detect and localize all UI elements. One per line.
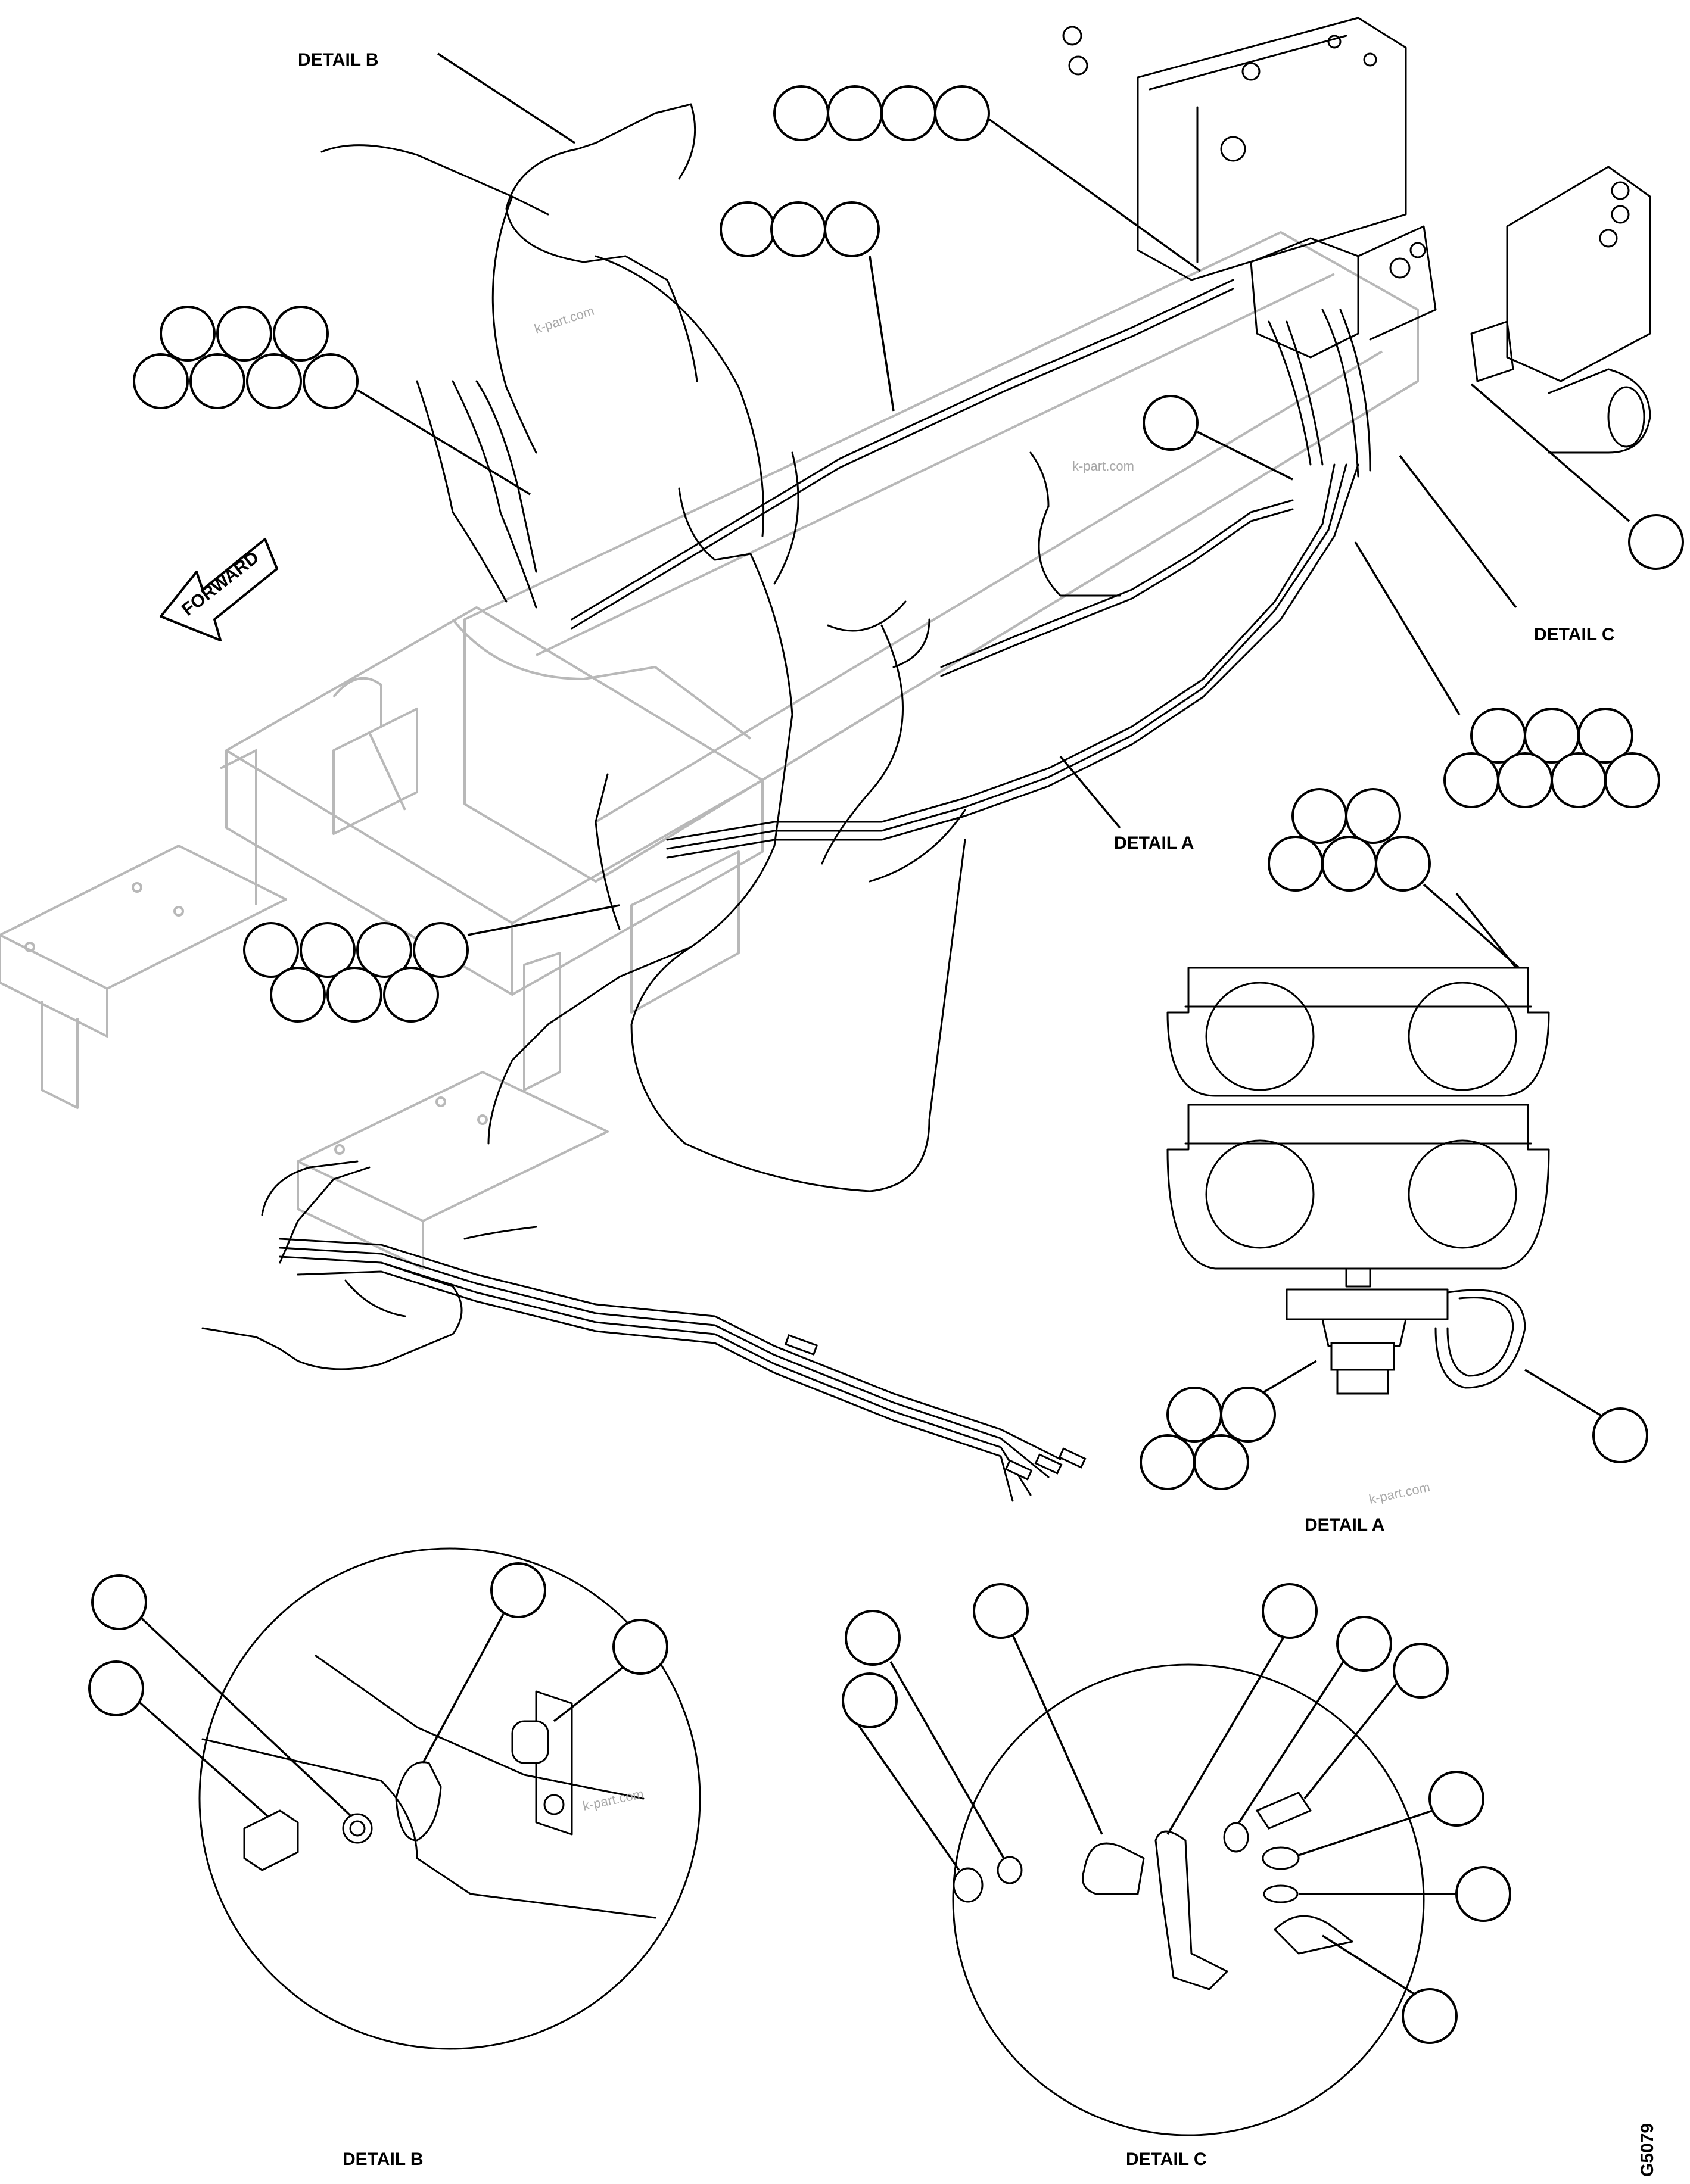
callout-balloon [273, 306, 329, 362]
callout-balloon [973, 1583, 1029, 1639]
detail-c-label-bottom: DETAIL C [1126, 2149, 1207, 2169]
callout-balloon [300, 922, 356, 978]
detail-a-inset [1140, 892, 1648, 1490]
callout-balloon [1393, 1643, 1449, 1699]
callout-balloon [270, 967, 326, 1023]
callout-balloon [1443, 752, 1499, 808]
callout-balloon [1455, 1866, 1511, 1922]
wiring-harness [201, 103, 1371, 1502]
callout-balloon [934, 85, 990, 141]
callout-balloon [1604, 752, 1660, 808]
figure-number: G5079 [1638, 2123, 1657, 2177]
callout-balloon [1291, 788, 1347, 844]
callout-balloons [133, 85, 1684, 1023]
callout-balloon [1402, 1988, 1458, 2044]
callout-balloon [770, 201, 826, 257]
callout-balloon [413, 922, 469, 978]
callout-balloon [827, 85, 883, 141]
detail-b-label-bottom: DETAIL B [343, 2149, 424, 2169]
callout-balloon [91, 1574, 147, 1630]
pump-assembly [1062, 17, 1651, 454]
callout-balloon [880, 85, 936, 141]
detail-a-label-inset: DETAIL A [1305, 1515, 1384, 1535]
callout-balloon [1375, 836, 1431, 892]
callout-balloon [1166, 1387, 1222, 1443]
callout-balloon [1268, 836, 1324, 892]
callout-balloon [189, 353, 245, 409]
watermark: k-part.com [581, 1786, 645, 1814]
callout-balloon [1577, 708, 1633, 764]
callout-balloon [1336, 1616, 1392, 1672]
detail-b-inset [88, 1547, 701, 2050]
callout-balloon [845, 1610, 901, 1666]
callout-balloon [1628, 514, 1684, 570]
leader-lines [357, 52, 1630, 969]
watermark: k-part.com [533, 303, 596, 337]
callout-balloon [356, 922, 412, 978]
callout-balloon [1428, 1771, 1484, 1827]
callout-balloon [216, 306, 272, 362]
callout-balloon [1140, 1434, 1196, 1490]
detail-b-label-top: DETAIL B [298, 50, 379, 70]
callout-balloon [1345, 788, 1401, 844]
forward-arrow-icon: FORWARD [160, 538, 278, 641]
callout-balloon [133, 353, 189, 409]
detail-c-label-main: DETAIL C [1534, 625, 1615, 644]
watermark: k-part.com [1368, 1479, 1431, 1507]
callout-balloon [824, 201, 880, 257]
callout-balloon [842, 1672, 898, 1728]
callout-balloon [1220, 1387, 1276, 1443]
callout-balloon [612, 1619, 668, 1675]
callout-balloon [1497, 752, 1553, 808]
detail-a-label-main: DETAIL A [1114, 833, 1194, 853]
callout-balloon [88, 1660, 144, 1716]
watermark: k-part.com [1072, 459, 1134, 473]
callout-balloon [1262, 1583, 1318, 1639]
callout-balloon [246, 353, 302, 409]
callout-balloon [1321, 836, 1377, 892]
callout-balloon [160, 306, 216, 362]
callout-balloon [383, 967, 439, 1023]
callout-balloon [243, 922, 299, 978]
callout-balloon [1143, 395, 1199, 451]
callout-balloon [1551, 752, 1607, 808]
callout-balloon [490, 1562, 546, 1618]
detail-c-inset [842, 1583, 1511, 2136]
callout-balloon [1592, 1407, 1648, 1463]
callout-balloon [326, 967, 382, 1023]
callout-balloon [720, 201, 776, 257]
callout-balloon [303, 353, 359, 409]
callout-balloon [773, 85, 829, 141]
callout-balloon [1193, 1434, 1249, 1490]
